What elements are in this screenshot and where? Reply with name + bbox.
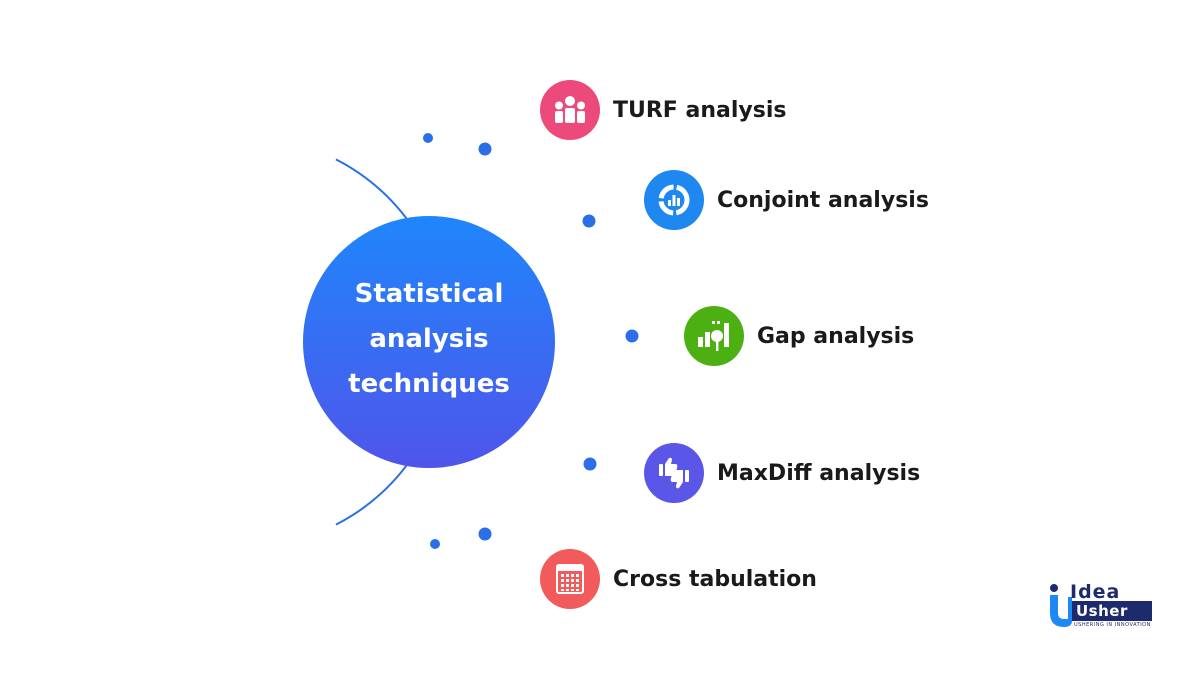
technique-maxdiff-label: MaxDiff analysis bbox=[717, 460, 921, 486]
technique-turf-icon-badge bbox=[540, 80, 600, 140]
arc-dot-1 bbox=[423, 133, 433, 143]
arc-dot-6 bbox=[478, 527, 492, 541]
logo-tagline: USHERING IN INNOVATION bbox=[1074, 622, 1151, 628]
logo-mark-icon bbox=[1050, 584, 1072, 627]
technique-gap: Gap analysis bbox=[684, 306, 914, 366]
center-topic-circle: Statistical analysis techniques bbox=[303, 216, 555, 468]
technique-gap-label: Gap analysis bbox=[757, 323, 915, 349]
arc-dot-4 bbox=[625, 329, 639, 343]
technique-maxdiff: MaxDiff analysis bbox=[644, 443, 920, 503]
technique-turf: TURF analysis bbox=[540, 80, 786, 140]
center-title-line-3: techniques bbox=[348, 368, 510, 399]
people-group-icon bbox=[555, 96, 585, 123]
technique-gap-icon-badge bbox=[684, 306, 744, 366]
center-title-line-2: analysis bbox=[369, 323, 489, 354]
center-title-line-1: Statistical bbox=[354, 278, 504, 309]
arc-dot-5 bbox=[583, 457, 597, 471]
thumbs-up-down-icon bbox=[659, 457, 689, 489]
idea-usher-logo: Idea Usher USHERING IN INNOVATION bbox=[1046, 581, 1154, 629]
technique-conjoint-label: Conjoint analysis bbox=[717, 187, 929, 213]
technique-turf-label: TURF analysis bbox=[613, 97, 787, 123]
logo-text-idea: Idea bbox=[1070, 581, 1121, 603]
center-topic-title: Statistical analysis techniques bbox=[329, 272, 529, 407]
bar-chart-magnifier-icon bbox=[698, 321, 729, 351]
technique-cross-tabulation: Cross tabulation bbox=[540, 549, 817, 609]
technique-cross-tabulation-label: Cross tabulation bbox=[613, 566, 817, 592]
arc-dot-3 bbox=[582, 214, 596, 228]
arc-dot-2 bbox=[478, 142, 492, 156]
arc-dots bbox=[423, 133, 639, 549]
table-grid-icon bbox=[556, 564, 584, 594]
technique-conjoint-icon-badge bbox=[644, 170, 704, 230]
technique-maxdiff-icon-badge bbox=[644, 443, 704, 503]
technique-cross-tabulation-icon-badge bbox=[540, 549, 600, 609]
donut-chart-icon bbox=[658, 184, 690, 216]
technique-conjoint: Conjoint analysis bbox=[644, 170, 929, 230]
arc-dot-7 bbox=[430, 539, 440, 549]
logo-text-usher: Usher bbox=[1072, 601, 1152, 621]
